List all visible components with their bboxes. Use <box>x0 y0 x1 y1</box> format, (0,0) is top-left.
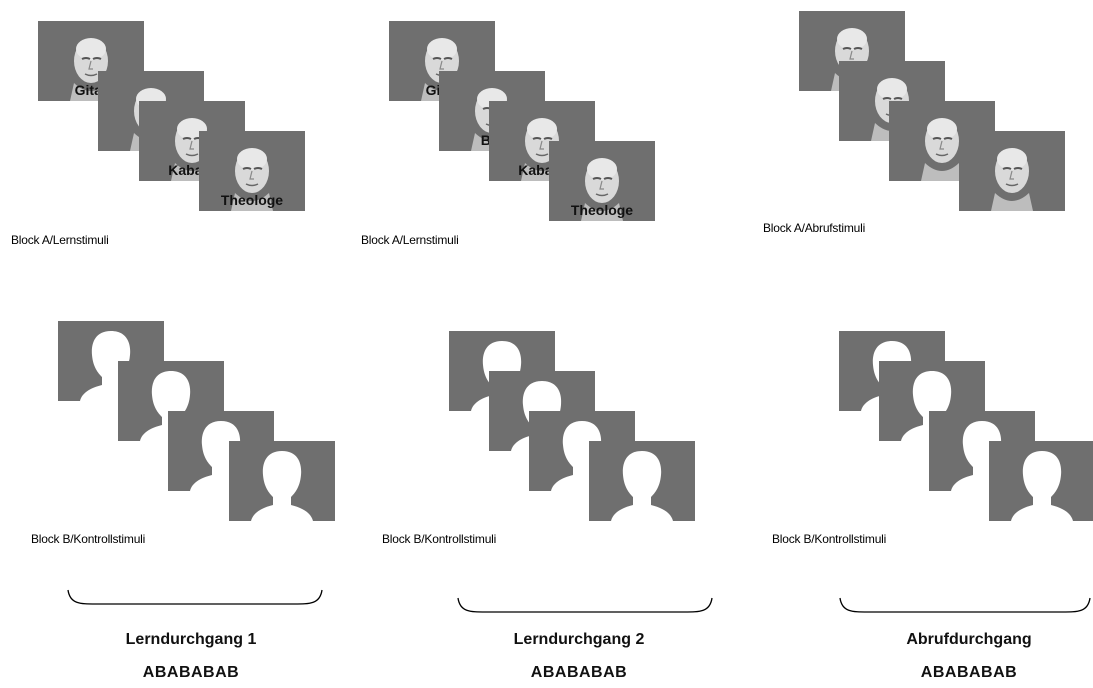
head-silhouette-icon <box>140 371 202 441</box>
phase-title-2: Lerndurchgang 2 <box>513 631 645 648</box>
face-photo-icon <box>921 118 963 181</box>
phase-sequence-3: ABABABAB <box>920 664 1018 681</box>
phase-sequence-2: ABABABAB <box>530 664 628 681</box>
face-card <box>959 131 1065 211</box>
silhouette-card <box>229 441 335 521</box>
occupation-label: Theologe <box>220 192 284 208</box>
face-card: Theologe <box>199 131 305 211</box>
brace-1 <box>67 589 323 605</box>
head-silhouette-icon <box>551 421 613 491</box>
head-silhouette-icon <box>611 451 673 521</box>
head-silhouette-icon <box>951 421 1013 491</box>
block-label-b2: Block B/Kontrollstimuli <box>382 532 497 546</box>
silhouette-card <box>989 441 1093 521</box>
head-silhouette-icon <box>190 421 252 491</box>
occupation-label: Theologe <box>570 202 634 218</box>
face-photo-icon <box>991 148 1033 211</box>
head-silhouette-icon <box>80 331 142 401</box>
phase-title-1: Lerndurchgang 1 <box>125 631 257 648</box>
block-label-a1: Block A/Lernstimuli <box>11 233 109 247</box>
block-label-b1: Block B/Kontrollstimuli <box>31 532 146 546</box>
head-silhouette-icon <box>251 451 313 521</box>
brace-3 <box>839 597 1091 613</box>
head-silhouette-icon <box>1011 451 1073 521</box>
block-label-a3: Block A/Abrufstimuli <box>763 221 866 235</box>
face-card: Theologe <box>549 141 655 221</box>
brace-2 <box>457 597 713 613</box>
block-label-a2: Block A/Lernstimuli <box>361 233 459 247</box>
phase-sequence-1: ABABABAB <box>142 664 240 681</box>
phase-title-3: Abrufdurchgang <box>906 631 1032 648</box>
head-silhouette-icon <box>901 371 963 441</box>
face-photo-icon <box>581 158 623 221</box>
block-label-b3: Block B/Kontrollstimuli <box>772 532 887 546</box>
face-photo-icon <box>231 148 273 211</box>
silhouette-card <box>589 441 695 521</box>
